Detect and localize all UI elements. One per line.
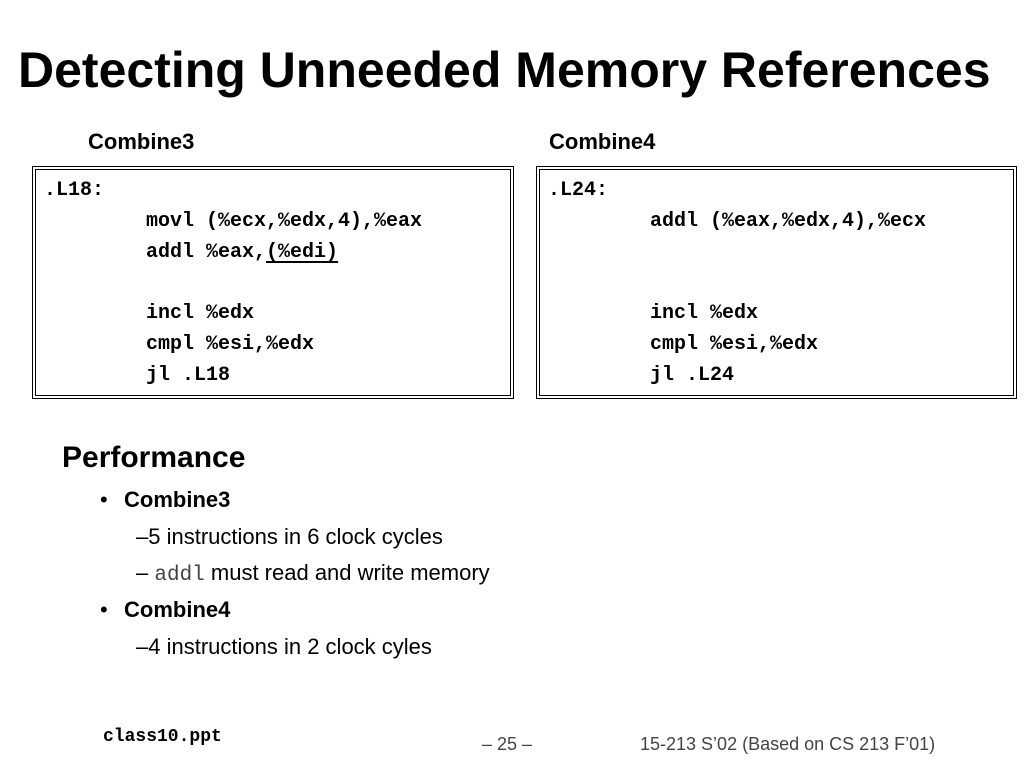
sub-bullet-cycles-combine3: –5 instructions in 6 clock cycles	[136, 524, 443, 549]
sub-bullet-text: must read and write memory	[204, 560, 490, 585]
sub-bullet-memory: – addl must read and write memory	[136, 560, 490, 587]
bullet-label: Combine4	[124, 597, 231, 622]
code-line-jl: jl .L18	[146, 364, 231, 387]
combine3-code-box: .L18: movl (%ecx,%edx,4),%eax addl %eax,…	[32, 166, 514, 399]
code-line-addl: addl %eax,(%edi)	[146, 238, 338, 268]
code-line-addl: addl (%eax,%edx,4),%ecx	[650, 210, 927, 233]
sub-bullet-cycles-combine4: –4 instructions in 2 clock cyles	[136, 634, 432, 659]
bullet-dot: •	[100, 597, 108, 622]
bullet-label: Combine3	[124, 487, 231, 512]
performance-heading: Performance	[62, 441, 246, 474]
footer-course: 15-213 S’02 (Based on CS 213 F’01)	[640, 734, 936, 754]
combine3-label: Combine3	[88, 129, 195, 154]
sub-bullet-text: 4 instructions in 2 clock cyles	[148, 634, 432, 659]
code-line-jl: jl .L24	[650, 364, 735, 387]
code-addl-operand: addl %eax,	[146, 241, 267, 264]
code-label-l18: .L18:	[44, 179, 105, 202]
footer-filename: class10.ppt	[103, 727, 222, 747]
code-memory-operand: (%edi)	[266, 241, 339, 264]
inline-code-addl: addl	[154, 564, 205, 587]
code-line-movl: movl (%ecx,%edx,4),%eax	[146, 210, 423, 233]
footer-page-number: – 25 –	[482, 734, 533, 754]
bullet-dot: •	[100, 487, 108, 512]
bullet-combine4: • Combine4	[100, 596, 230, 624]
code-label-l24: .L24:	[548, 179, 609, 202]
bullet-combine3: • Combine3	[100, 486, 230, 514]
combine4-label: Combine4	[549, 129, 656, 154]
code-line-cmpl: cmpl %esi,%edx	[146, 333, 315, 356]
sub-bullet-text: 5 instructions in 6 clock cycles	[148, 524, 443, 549]
combine4-code-box: .L24: addl (%eax,%edx,4),%ecx incl %edx …	[536, 166, 1017, 399]
code-line-incl: incl %edx	[146, 302, 255, 325]
code-line-cmpl: cmpl %esi,%edx	[650, 333, 819, 356]
slide-title: Detecting Unneeded Memory References	[18, 42, 991, 98]
code-line-incl: incl %edx	[650, 302, 759, 325]
